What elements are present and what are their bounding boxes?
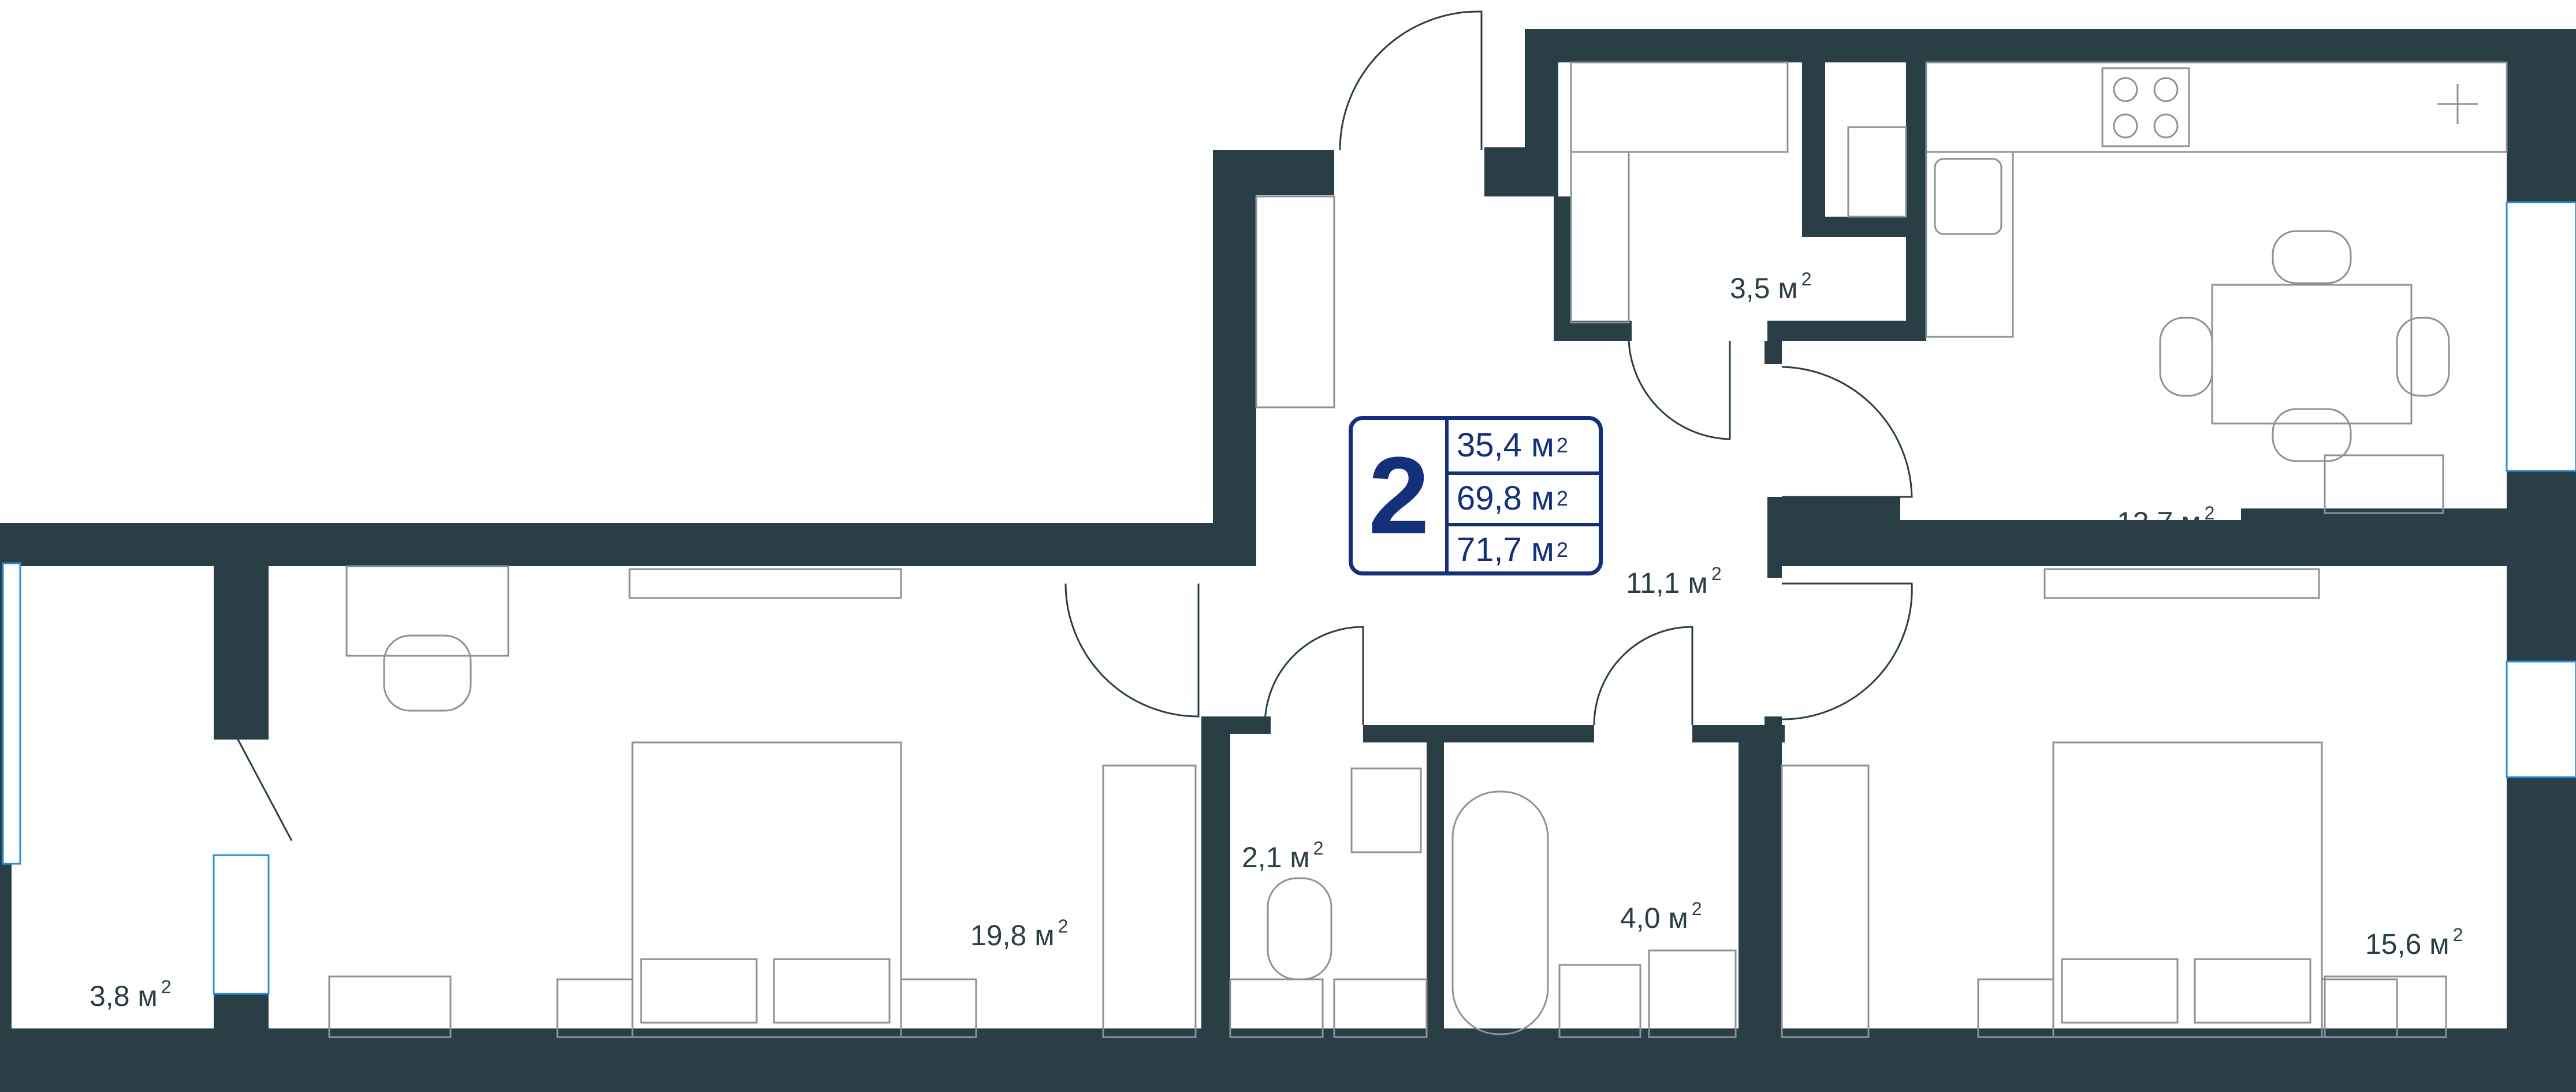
nightstand xyxy=(1977,978,2054,1038)
window-balcony xyxy=(2,562,21,865)
wall-right-bedroom-left xyxy=(1765,716,1782,1092)
stove-burner xyxy=(2113,113,2138,139)
water-heater xyxy=(1847,126,1907,218)
badge-divider xyxy=(1445,420,1449,571)
door-balcony xyxy=(237,739,293,841)
wall-storage-left3 xyxy=(1554,196,1571,341)
bed-right-pillow xyxy=(2194,958,2311,1024)
dining-chair xyxy=(2159,317,2213,397)
wall-outer-bottom xyxy=(0,1028,2576,1092)
wall-storage-left2 xyxy=(1484,147,1548,196)
wall-storage-right xyxy=(1906,29,1926,341)
bed-left xyxy=(631,741,902,1038)
dining-chair xyxy=(2272,230,2352,284)
hall-wardrobe xyxy=(1255,195,1335,408)
bath-sink xyxy=(1558,964,1641,1038)
wall-balcony-top xyxy=(0,523,1248,566)
wall-balcony-partition-low xyxy=(214,994,269,1034)
radiator-kitchen xyxy=(2324,454,2444,514)
window-kitchen xyxy=(2506,201,2576,472)
wall-storage-bottom xyxy=(1554,321,1632,341)
walls xyxy=(0,29,2576,1092)
wall-hall-left xyxy=(1213,150,1256,566)
storage-shelf-left xyxy=(1570,151,1630,324)
wardrobe-right xyxy=(1781,764,1870,1038)
bed-right xyxy=(2052,741,2323,1038)
desk xyxy=(345,565,509,657)
desk-chair xyxy=(383,634,472,712)
stove-burner xyxy=(2153,77,2179,102)
bed-left-pillow xyxy=(640,958,758,1024)
dining-table xyxy=(2211,284,2413,425)
wall-shelf xyxy=(628,568,902,599)
doors xyxy=(237,10,1913,841)
wall-hall-top-left xyxy=(1213,150,1334,195)
dining-chair xyxy=(2272,408,2352,462)
wall-balcony-partition xyxy=(214,563,269,740)
dryer xyxy=(1333,978,1428,1038)
wall-bath-left xyxy=(1201,716,1230,1092)
toilet xyxy=(1267,877,1332,980)
door-bath xyxy=(1593,626,1693,726)
wall-hall-right xyxy=(1767,497,1782,578)
door-kitchen xyxy=(1781,366,1913,498)
bed-left-pillow xyxy=(773,958,891,1024)
wall-right-edge-top xyxy=(2507,29,2576,202)
wall-storage-bottom-r xyxy=(1767,321,1923,341)
wall-niche xyxy=(1802,62,1825,236)
windows xyxy=(2,201,2576,995)
shower-drain xyxy=(1648,949,1737,1038)
window-bedroom-right xyxy=(2506,660,2576,778)
wall-wc-bath xyxy=(1427,734,1444,1092)
wall-kitchen-bottom-l xyxy=(1767,497,1900,566)
room-count: 2 xyxy=(1368,434,1430,557)
storage-shelf-top xyxy=(1570,61,1789,153)
wall-kitchen-bottom-r xyxy=(2241,508,2507,566)
nightstand xyxy=(900,978,977,1038)
nightstand xyxy=(556,978,634,1038)
window-balcony-low xyxy=(213,854,270,995)
dining-chair xyxy=(2396,317,2450,397)
wall-kitchen-top xyxy=(1525,29,2576,62)
wardrobe-left xyxy=(1102,764,1197,1038)
bathtub xyxy=(1451,790,1549,1035)
wall-wc-top xyxy=(1363,725,1594,742)
stove-burner xyxy=(2113,77,2138,102)
stove-burner xyxy=(2153,113,2179,139)
washer xyxy=(1229,978,1324,1038)
radiator-bedroom-right xyxy=(2324,975,2447,1038)
door-bedroom-right xyxy=(1781,582,1913,720)
wall-right-edge-bottom xyxy=(2507,777,2576,1092)
wall-niche-b xyxy=(1802,217,1923,237)
door-bedroom-left xyxy=(1064,583,1200,718)
wall-small-post xyxy=(1765,341,1782,364)
furniture xyxy=(328,61,2508,1038)
radiator-bedroom-left xyxy=(328,975,452,1038)
door-storage xyxy=(1628,340,1731,440)
kitchen-counter xyxy=(1925,61,2508,153)
wc-sink xyxy=(1350,767,1422,853)
kitchen-counter-side xyxy=(1925,151,2014,338)
stove xyxy=(2101,67,2190,147)
bed-right-pillow xyxy=(2061,958,2179,1024)
door-entrance xyxy=(1339,10,1483,151)
door-wc xyxy=(1264,626,1364,726)
kitchen-sink xyxy=(1934,158,2002,235)
wall-shelf-right xyxy=(2043,568,2320,599)
